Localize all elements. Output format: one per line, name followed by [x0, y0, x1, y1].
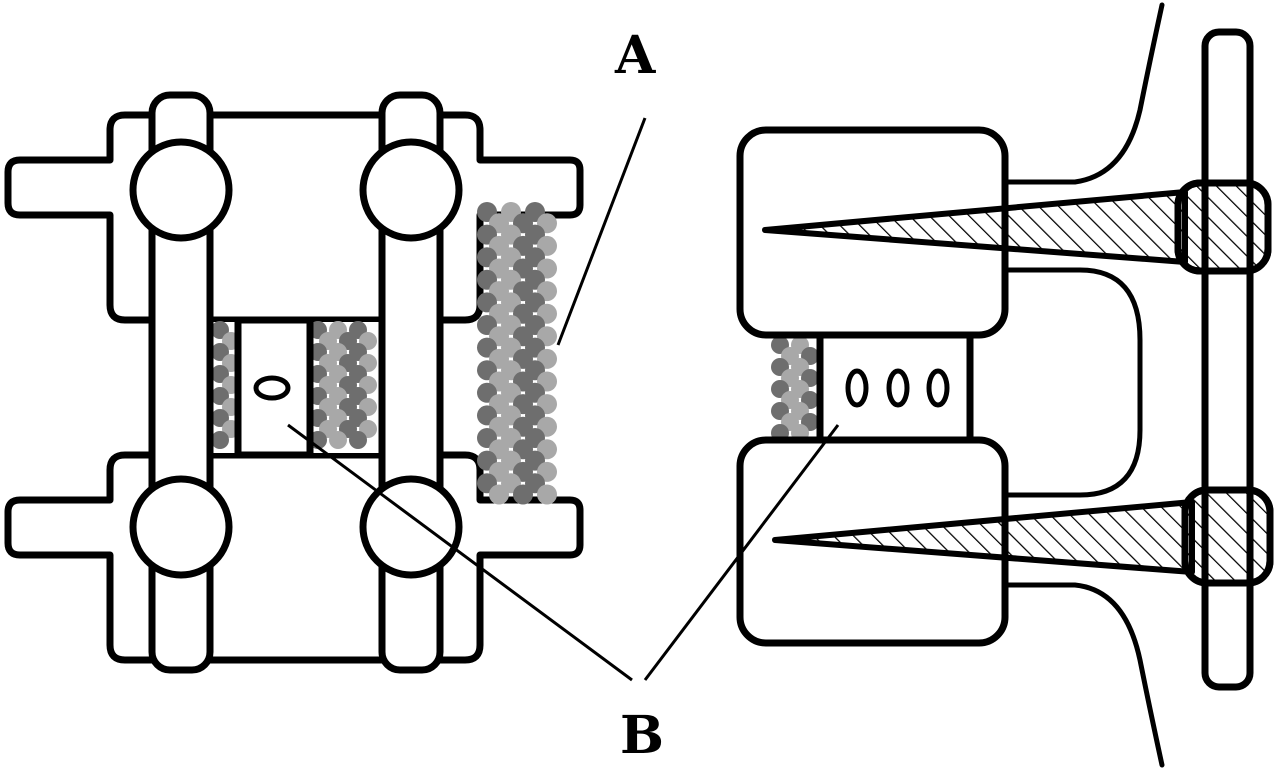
graft-granule: [211, 431, 229, 449]
graft-granule: [513, 484, 533, 505]
graft-granules-right: [771, 336, 819, 442]
screw-head-upper-left: [129, 138, 233, 242]
graft-granule: [211, 365, 229, 383]
graft-granule: [349, 431, 367, 449]
screw-head-upper-right: [359, 138, 463, 242]
cage-hole-2: [886, 368, 910, 408]
graft-granule: [329, 431, 347, 449]
posterior-curve-top: [1002, 2, 1165, 185]
screw-head-lower-lateral: [1181, 486, 1274, 587]
screw-head-lower-right: [359, 475, 463, 579]
leader-b-right: [643, 424, 840, 681]
leader-a: [556, 117, 647, 346]
posterior-curve-bottom: [1002, 582, 1165, 768]
posterior-view: [4, 91, 584, 674]
screw-head-lower-left: [129, 475, 233, 579]
cage-hole-1: [845, 368, 869, 408]
graft-granule: [211, 409, 229, 427]
cage-hole-left: [253, 375, 291, 401]
label-a: A: [615, 25, 656, 86]
posterolateral-graft-a: [477, 202, 557, 505]
spinous-loop: [1002, 267, 1143, 498]
cage-hole-3: [926, 368, 950, 408]
leader-b-left: [287, 423, 633, 682]
rod-lateral: [1201, 28, 1254, 691]
lateral-view: [736, 2, 1274, 768]
screw-head-upper-lateral: [1174, 179, 1272, 275]
graft-granule: [211, 321, 229, 339]
graft-granule: [211, 343, 229, 361]
label-b: B: [620, 705, 664, 766]
graft-granule: [537, 484, 557, 505]
graft-granule: [489, 484, 509, 505]
graft-granule: [211, 387, 229, 405]
